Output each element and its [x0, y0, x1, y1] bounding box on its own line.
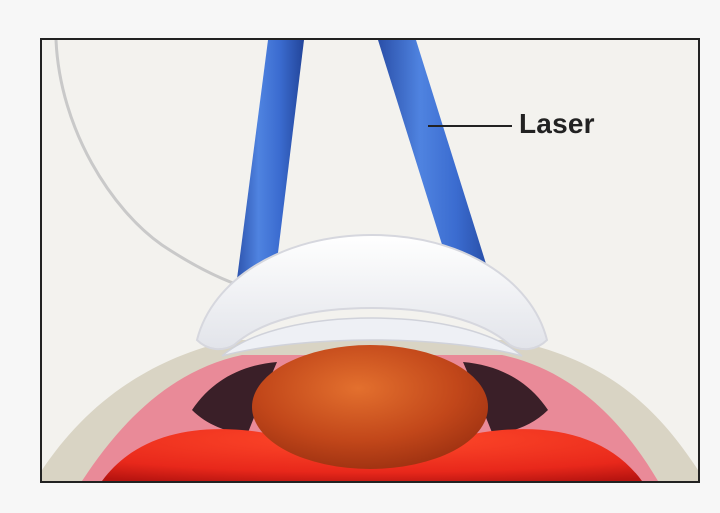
eye-laser-illustration — [42, 40, 698, 481]
illustration-frame: Laser — [40, 38, 700, 483]
laser-label: Laser — [519, 108, 595, 140]
crystalline-lens — [252, 345, 488, 469]
fiber-cable-icon — [56, 40, 247, 288]
